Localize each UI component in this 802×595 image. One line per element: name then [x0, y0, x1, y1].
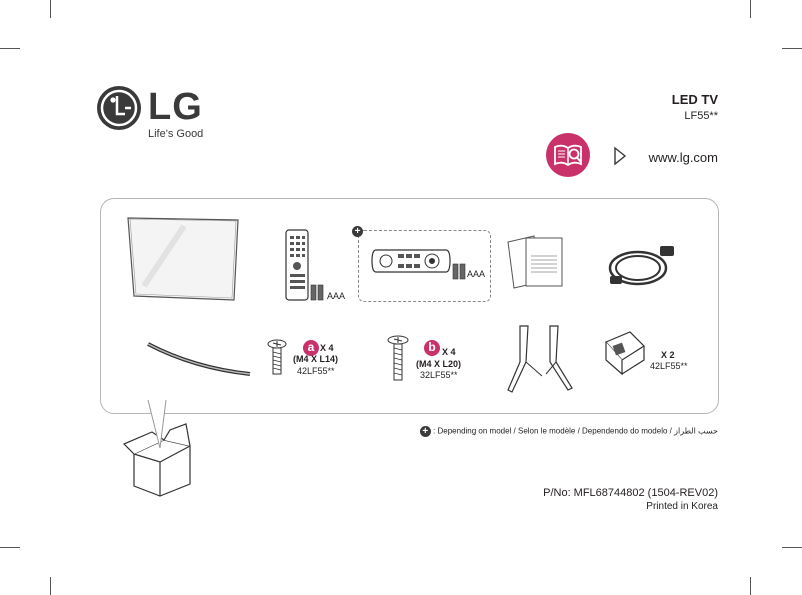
battery-icon	[310, 284, 324, 301]
crop-mark	[750, 0, 751, 18]
model-note-text: : Depending on model / Selon le modèle /…	[433, 426, 718, 436]
website-link[interactable]: www.lg.com	[648, 150, 718, 165]
part-number: P/No: MFL68744802 (1504-REV02)	[543, 487, 718, 499]
product-title: LED TV	[671, 92, 718, 107]
crop-mark	[782, 48, 802, 49]
screw-a-count: X 4	[320, 343, 334, 353]
holder-icon	[604, 331, 645, 376]
crop-mark	[50, 0, 51, 18]
screw-a-icon	[267, 339, 287, 375]
optional-plus-icon: +	[419, 426, 431, 437]
arrow-right-icon	[614, 146, 627, 166]
packaging-box-icon	[122, 400, 191, 497]
battery-icon	[452, 263, 466, 280]
screw-a-model: 42LF55**	[297, 366, 335, 376]
remote-control-icon	[285, 229, 309, 301]
product-model: LF55**	[684, 110, 718, 122]
holder-model: 42LF55**	[650, 361, 688, 371]
owners-manual-icon	[546, 133, 590, 177]
lg-logo-icon	[97, 86, 141, 130]
power-cord-icon	[608, 246, 674, 286]
stand-icon	[507, 325, 573, 393]
crop-mark	[750, 577, 751, 595]
optional-plus-icon: +	[352, 226, 363, 237]
crop-mark	[50, 577, 51, 595]
remote-battery-label: AAA	[327, 291, 346, 301]
screw-b-badge: b	[424, 340, 440, 356]
manual-documents-icon	[507, 235, 563, 289]
screw-b-model: 32LF55**	[420, 370, 458, 380]
model-note: + : Depending on model / Selon le modèle…	[419, 426, 718, 437]
optional-remote-box	[358, 230, 491, 302]
crop-mark	[0, 547, 20, 548]
cable-guide-icon	[147, 342, 251, 376]
accessories-frame	[100, 198, 719, 414]
magic-remote-icon	[371, 249, 451, 273]
screw-b-count: X 4	[442, 347, 456, 357]
screw-b-size: (M4 X L20)	[416, 359, 462, 369]
brand-slogan: Life's Good	[148, 128, 204, 140]
crop-mark	[782, 547, 802, 548]
printed-in: Printed in Korea	[646, 501, 718, 512]
crop-mark	[0, 48, 20, 49]
screw-a-size: (M4 X L14)	[293, 354, 339, 364]
brand-logo-text: LG	[148, 86, 203, 128]
screw-b-icon	[387, 335, 409, 381]
holder-count: X 2	[661, 350, 675, 360]
tv-illustration	[127, 217, 239, 301]
screw-a-badge: a	[303, 340, 319, 356]
magic-remote-battery-label: AAA	[467, 269, 486, 279]
